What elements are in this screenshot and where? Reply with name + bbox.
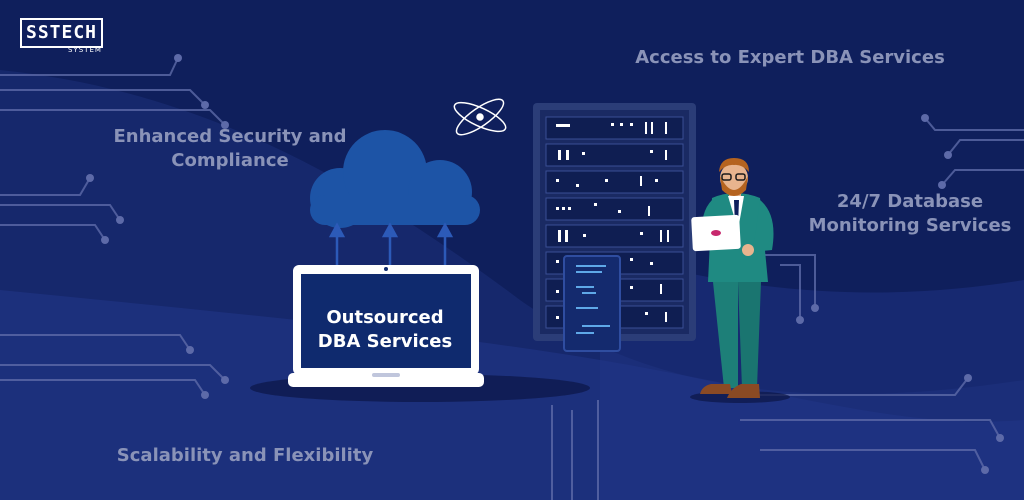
feature-security: Enhanced Security and Compliance — [113, 126, 347, 171]
server-lights — [556, 122, 669, 322]
circuit-dots-left — [86, 54, 229, 399]
logo-sub-text: SYSTEM — [68, 46, 102, 54]
server-rack — [533, 103, 696, 352]
cloud-icon — [310, 130, 480, 228]
logo-main-text: SSTECH — [20, 18, 104, 48]
circuit-lines-bottom — [551, 400, 599, 500]
circuit-dots-right — [796, 114, 1004, 474]
circuit-lines-left — [0, 57, 226, 396]
server-panel-lines — [576, 265, 610, 334]
server-panel — [563, 255, 621, 352]
brand-logo[interactable]: SSTECH SYSTEM — [20, 18, 104, 58]
circuit-lines-right — [740, 117, 1024, 471]
upload-arrows — [328, 222, 454, 266]
feature-monitoring: 24/7 Database Monitoring Services — [808, 191, 1012, 236]
atom-icon — [453, 98, 507, 136]
person-illustration — [691, 158, 774, 398]
feature-expert-dba: Access to Expert DBA Services — [635, 47, 945, 68]
laptop-screen-title: Outsourced DBA Services — [317, 307, 453, 352]
laptop-illustration — [288, 265, 484, 387]
feature-scalability: Scalability and Flexibility — [116, 445, 374, 466]
background-wave-right — [600, 250, 1024, 500]
